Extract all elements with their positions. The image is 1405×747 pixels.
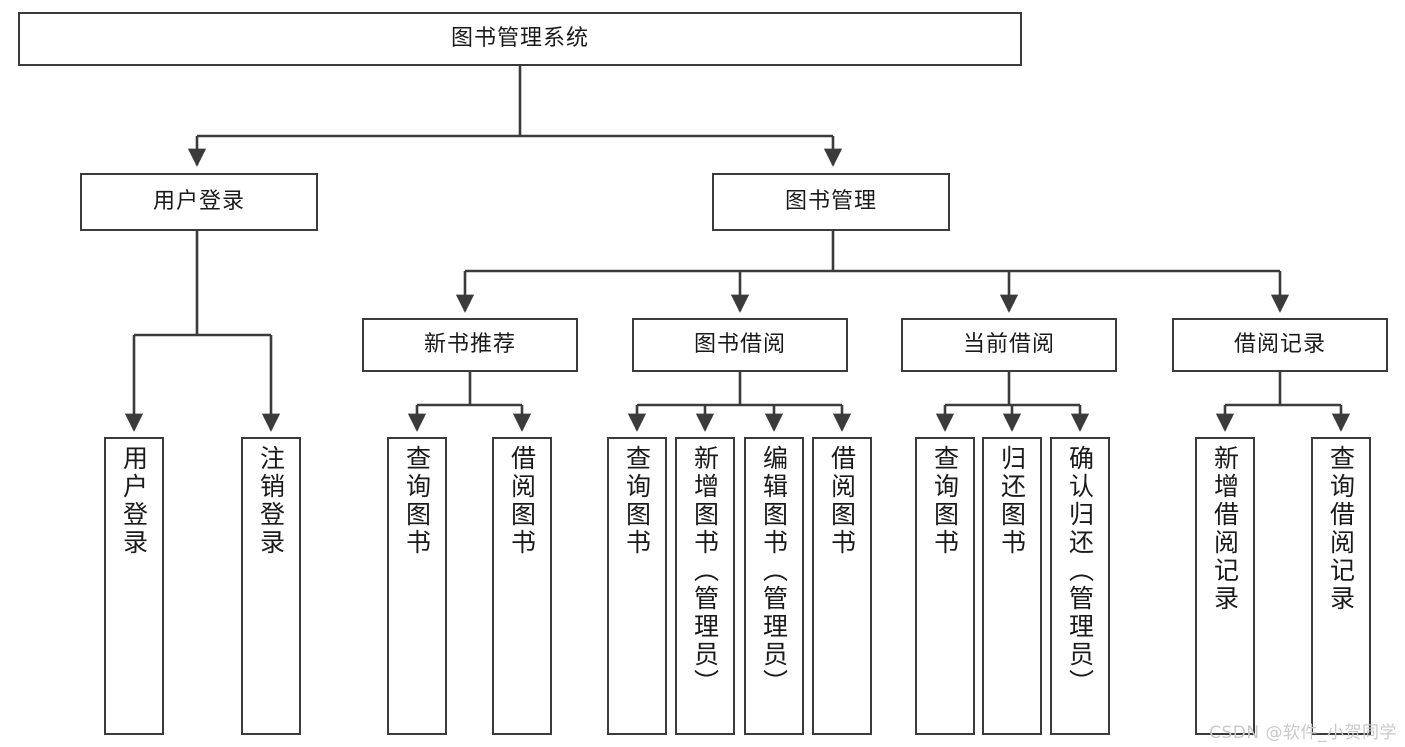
node-label: 新增借阅记录	[1210, 445, 1240, 613]
watermark: CSDN @软件_小贺同学	[1209, 723, 1397, 743]
node-label: 注销登录	[256, 445, 286, 557]
leaf-current-confirm-return-admin[interactable]: 确认归还（管理员）	[1050, 437, 1110, 735]
leaf-record-query-record[interactable]: 查询借阅记录	[1311, 437, 1371, 735]
leaf-borrow-add-book-admin[interactable]: 新增图书（管理员）	[675, 437, 735, 735]
node-label: 图书借阅	[693, 332, 786, 358]
node-label: 借阅图书	[507, 445, 537, 557]
node-user-login[interactable]: 用户登录	[80, 173, 318, 231]
node-label: 图书管理系统	[450, 26, 589, 52]
leaf-user-login[interactable]: 用户登录	[104, 437, 164, 735]
node-label: 查询图书	[622, 445, 652, 557]
leaf-new-book-borrow-book[interactable]: 借阅图书	[492, 437, 552, 735]
node-label: 查询图书	[930, 445, 960, 557]
node-label: 确认归还（管理员）	[1065, 445, 1095, 697]
leaf-record-add-record[interactable]: 新增借阅记录	[1195, 437, 1255, 735]
node-current-borrow[interactable]: 当前借阅	[901, 318, 1117, 372]
leaf-current-query-book[interactable]: 查询图书	[915, 437, 975, 735]
node-label: 查询图书	[402, 445, 432, 557]
node-label: 归还图书	[997, 445, 1027, 557]
leaf-new-book-query-book[interactable]: 查询图书	[387, 437, 447, 735]
node-borrow-record[interactable]: 借阅记录	[1172, 318, 1388, 372]
leaf-borrow-edit-book-admin[interactable]: 编辑图书（管理员）	[744, 437, 804, 735]
node-label: 用户登录	[119, 445, 149, 557]
node-label: 新书推荐	[423, 332, 516, 358]
leaf-current-return-book[interactable]: 归还图书	[982, 437, 1042, 735]
leaf-borrow-query-book[interactable]: 查询图书	[607, 437, 667, 735]
node-label: 编辑图书（管理员）	[759, 445, 789, 697]
node-label: 用户登录	[152, 189, 245, 215]
node-root-system[interactable]: 图书管理系统	[18, 12, 1022, 66]
leaf-borrow-borrow-book[interactable]: 借阅图书	[812, 437, 872, 735]
node-label: 查询借阅记录	[1326, 445, 1356, 613]
node-label: 借阅记录	[1233, 332, 1326, 358]
node-label: 借阅图书	[827, 445, 857, 557]
leaf-logout[interactable]: 注销登录	[241, 437, 301, 735]
node-label: 当前借阅	[962, 332, 1055, 358]
node-book-borrow[interactable]: 图书借阅	[632, 318, 848, 372]
node-label: 图书管理	[784, 189, 877, 215]
node-label: 新增图书（管理员）	[690, 445, 720, 697]
node-new-book-recommend[interactable]: 新书推荐	[362, 318, 578, 372]
node-book-management[interactable]: 图书管理	[712, 173, 950, 231]
